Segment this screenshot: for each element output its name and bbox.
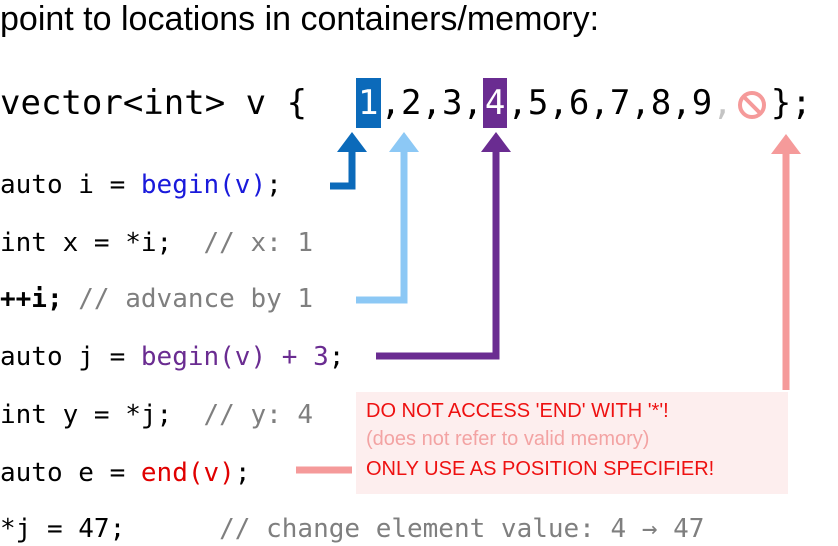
warning-line-1: DO NOT ACCESS 'END' WITH '*'! bbox=[366, 400, 669, 422]
vector-separator: , bbox=[421, 83, 442, 123]
code-text: *j = 47; bbox=[0, 514, 126, 544]
vector-element-9: 9 bbox=[691, 83, 713, 123]
vector-element-2: 2 bbox=[400, 83, 422, 123]
code-text: auto i = bbox=[0, 170, 141, 200]
vector-element-7: 7 bbox=[609, 83, 631, 123]
vector-element-3: 3 bbox=[441, 83, 463, 123]
code-line-2: int x = *i; // x: 1 bbox=[0, 226, 313, 260]
code-text: ; bbox=[234, 458, 251, 488]
code-line-4: auto j = begin(v) + 3; bbox=[0, 340, 344, 374]
vector-separator: , bbox=[380, 83, 401, 123]
vector-separator: , bbox=[671, 83, 692, 123]
code-comment: // x: 1 bbox=[203, 228, 314, 258]
arrow-begin bbox=[330, 132, 367, 190]
vector-element-5: 5 bbox=[527, 83, 549, 123]
code-line-7: *j = 47; // change element value: 4 → 47 bbox=[0, 512, 704, 546]
vector-separator: , bbox=[507, 83, 528, 123]
vector-separator: , bbox=[630, 83, 651, 123]
arrow-begin-plus-3 bbox=[376, 132, 511, 360]
vector-close: }; bbox=[770, 83, 812, 123]
code-text: int y = *j; bbox=[0, 400, 173, 430]
vector-element-4: 4 bbox=[482, 78, 508, 128]
code-text: ; bbox=[266, 170, 282, 200]
page-title: point to locations in containers/memory: bbox=[0, 0, 600, 38]
vector-declaration: vector<int> v { 1,2,3,4,5,6,7,8,9, }; bbox=[0, 78, 812, 128]
vector-decl-text: vector<int> v { bbox=[0, 83, 308, 123]
code-comment: // y: 4 bbox=[203, 400, 314, 430]
code-line-1: auto i = begin(v); bbox=[0, 168, 282, 202]
vector-element-8: 8 bbox=[650, 83, 672, 123]
code-comment: // change element value: 4 → 47 bbox=[219, 514, 705, 544]
begin-plus-call: begin(v) + 3 bbox=[140, 342, 329, 372]
code-text: ++i; bbox=[0, 284, 63, 314]
code-line-3: ++i; // advance by 1 bbox=[0, 282, 313, 316]
code-line-5: int y = *j; // y: 4 bbox=[0, 398, 313, 432]
code-line-6: auto e = end(v); bbox=[0, 456, 250, 490]
vector-separator: , bbox=[548, 83, 569, 123]
end-call: end(v) bbox=[140, 458, 235, 488]
vector-separator: , bbox=[589, 83, 610, 123]
warning-line-2: (does not refer to valid memory) bbox=[366, 428, 650, 450]
arrow-end bbox=[296, 134, 801, 474]
warning-line-3: ONLY USE AS POSITION SPECIFIER! bbox=[366, 458, 715, 480]
end-marker-slot bbox=[733, 80, 771, 119]
code-text: ; bbox=[328, 342, 345, 372]
no-entry-icon bbox=[737, 91, 766, 119]
begin-call: begin(v) bbox=[140, 170, 267, 200]
vector-element-6: 6 bbox=[568, 83, 590, 123]
arrow-advance bbox=[356, 132, 419, 304]
vector-separator: , bbox=[462, 83, 483, 123]
code-comment: // advance by 1 bbox=[78, 284, 314, 314]
vector-element-1: 1 bbox=[356, 78, 381, 128]
code-text: int x = *i; bbox=[0, 228, 173, 258]
warning-box bbox=[356, 392, 788, 494]
code-text: auto j = bbox=[0, 342, 141, 372]
vector-separator-faint: , bbox=[712, 83, 733, 123]
code-text: auto e = bbox=[0, 458, 141, 488]
